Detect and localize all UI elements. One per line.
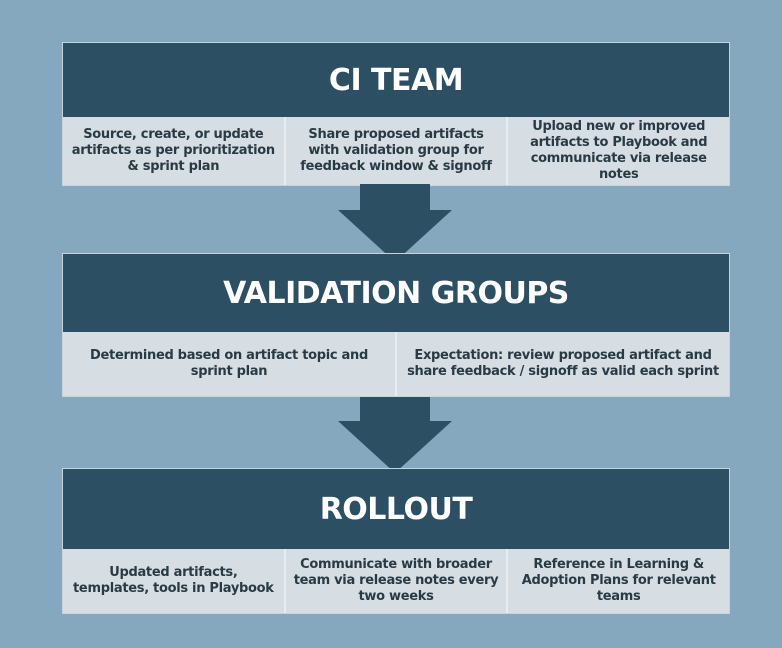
block-item: Updated artifacts, templates, tools in P… xyxy=(63,549,284,613)
down-arrow-icon xyxy=(338,397,452,473)
block-item: Share proposed artifacts with validation… xyxy=(285,117,507,185)
down-arrow-icon xyxy=(338,184,452,262)
block-item: Source, create, or update artifacts as p… xyxy=(63,117,284,185)
block-title: ROLLOUT xyxy=(63,469,729,549)
block-items: Determined based on artifact topic and s… xyxy=(63,332,729,396)
block-item: Upload new or improved artifacts to Play… xyxy=(508,117,730,185)
ci-team-block: CI TEAM Source, create, or update artifa… xyxy=(62,42,730,186)
block-title: CI TEAM xyxy=(63,43,729,117)
block-item: Determined based on artifact topic and s… xyxy=(63,332,395,396)
validation-groups-block: VALIDATION GROUPS Determined based on ar… xyxy=(62,253,730,397)
block-title: VALIDATION GROUPS xyxy=(63,254,729,332)
rollout-block: ROLLOUT Updated artifacts, templates, to… xyxy=(62,468,730,614)
block-items: Updated artifacts, templates, tools in P… xyxy=(63,549,730,613)
block-items: Source, create, or update artifacts as p… xyxy=(63,117,730,185)
block-item: Communicate with broader team via releas… xyxy=(285,549,507,613)
block-item: Expectation: review proposed artifact an… xyxy=(397,332,729,396)
block-item: Reference in Learning & Adoption Plans f… xyxy=(508,549,730,613)
